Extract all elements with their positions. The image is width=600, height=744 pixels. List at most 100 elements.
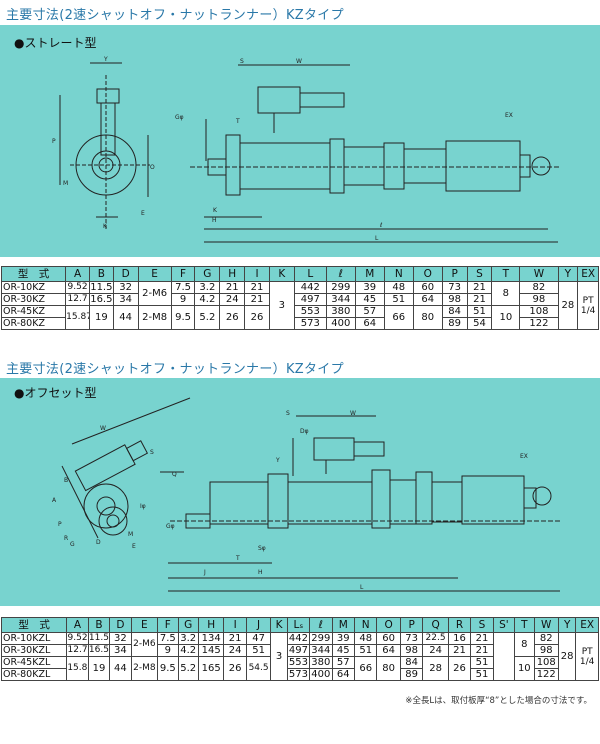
cell-p: 84 <box>441 305 468 318</box>
cell-f: 7.5 <box>170 281 196 294</box>
cell-p: 73 <box>399 632 424 645</box>
cell-s: 51 <box>470 668 494 681</box>
cell-f: 9 <box>170 293 196 306</box>
cell-k: 3 <box>270 632 288 681</box>
th-g: G <box>194 266 221 282</box>
th-w: W <box>519 266 559 282</box>
svg-text:A: A <box>52 497 57 504</box>
th-f: F <box>157 617 179 633</box>
cell-m: 64 <box>354 317 385 330</box>
footnote: ※全長Lは、取付板厚“8”とした場合の寸法です。 <box>405 696 592 706</box>
svg-text:EX: EX <box>520 453 528 460</box>
cell-b: 11.5 <box>87 632 111 645</box>
svg-text:K: K <box>213 207 218 214</box>
cell-e: 2-M8 <box>137 305 172 330</box>
cell-n: 48 <box>383 281 414 294</box>
svg-text:Iφ: Iφ <box>140 503 146 510</box>
cell-e: 2-M8 <box>130 656 159 681</box>
cell-s-prime <box>492 632 516 681</box>
th-s: S <box>470 617 494 633</box>
cell-k: 3 <box>268 281 295 330</box>
svg-text:ℓ: ℓ <box>379 222 382 229</box>
cell-n: 51 <box>353 644 378 657</box>
th-n: N <box>383 266 414 282</box>
cell-h: 134 <box>197 632 225 645</box>
cell-ell: 380 <box>309 656 333 669</box>
end-view-bracket <box>96 88 120 104</box>
cell-ell: 380 <box>325 305 356 318</box>
th-q: Q <box>422 617 449 633</box>
cell-o: 80 <box>412 305 443 330</box>
th-ell: ℓ <box>325 266 356 282</box>
th-s-prime: S' <box>492 617 516 633</box>
svg-text:W: W <box>296 58 302 65</box>
svg-text:M: M <box>128 531 133 538</box>
table-row: OR-45KZL 15.87 19 44 2-M8 9.5 5.2 165 26… <box>0 656 599 681</box>
th-n: N <box>353 617 378 633</box>
cell-w: 82 <box>519 281 559 294</box>
cell-ell: 299 <box>325 281 356 294</box>
cell-model: OR-45KZL <box>0 656 68 669</box>
th-o: O <box>412 266 443 282</box>
diagram-panel-straight: ●ストレート型 <box>0 25 600 257</box>
svg-text:R: R <box>64 535 68 542</box>
svg-text:M: M <box>63 180 68 187</box>
svg-text:B: B <box>64 477 68 484</box>
cell-r: 26 <box>447 656 472 681</box>
cell-y: 28 <box>557 281 579 330</box>
cell-ex: PT 1/4 <box>577 281 599 330</box>
cell-b: 19 <box>88 305 114 330</box>
cell-w: 98 <box>533 644 559 657</box>
svg-text:O: O <box>150 164 155 171</box>
svg-text:T: T <box>235 555 240 562</box>
cell-i: 21 <box>223 632 247 645</box>
cell-o: 64 <box>412 293 443 306</box>
cell-i: 21 <box>244 293 270 306</box>
cell-n: 51 <box>383 293 414 306</box>
subheading-offset: ●オフセット型 <box>14 386 97 400</box>
cell-ls: 442 <box>286 632 311 645</box>
svg-text:Q: Q <box>172 471 177 478</box>
cell-g: 5.2 <box>177 656 199 681</box>
cell-p: 89 <box>441 317 468 330</box>
cell-j: 47 <box>245 632 272 645</box>
th-m: M <box>331 617 355 633</box>
svg-text:J: J <box>203 569 206 576</box>
th-b: B <box>88 266 114 282</box>
cell-d: 44 <box>112 305 139 330</box>
cell-model: OR-10KZL <box>0 632 68 645</box>
table-row: OR-80KZL 573 400 64 89 51 122 <box>0 668 599 681</box>
cell-m: 57 <box>331 656 355 669</box>
table-header-row: 型 式 A B D E F G H I K L ℓ M N O P S T W … <box>0 266 599 282</box>
cell-s: 51 <box>470 656 494 669</box>
svg-text:S: S <box>150 449 154 456</box>
th-g: G <box>177 617 199 633</box>
cell-b: 16.5 <box>88 293 114 306</box>
offset-body <box>209 481 269 525</box>
th-ell: ℓ <box>309 617 333 633</box>
cell-t: 10 <box>491 305 521 330</box>
table-row: OR-80KZ 573 400 64 89 54 122 <box>0 317 599 330</box>
offset-head <box>83 483 129 529</box>
cell-ell: 400 <box>309 668 333 681</box>
table-header-row: 型 式 A B D E F G H I J K Lₛ ℓ M N O P Q R… <box>0 617 599 633</box>
cell-p: 98 <box>441 293 468 306</box>
cell-b: 19 <box>87 656 111 681</box>
cell-a: 15.87 <box>66 656 89 681</box>
cell-r: 16 <box>447 632 472 645</box>
svg-text:H: H <box>212 217 217 224</box>
cell-e: 2-M6 <box>130 632 159 657</box>
svg-text:EX: EX <box>505 112 513 119</box>
svg-text:Dφ: Dφ <box>300 428 309 435</box>
cell-s: 21 <box>470 644 494 657</box>
cell-o: 60 <box>412 281 443 294</box>
cell-model: OR-10KZ <box>0 281 67 294</box>
cell-d: 32 <box>112 281 139 294</box>
th-s: S <box>466 266 493 282</box>
cell-j: 51 <box>245 644 272 657</box>
cell-o: 80 <box>376 656 401 681</box>
svg-text:E: E <box>141 210 145 217</box>
cell-n: 48 <box>353 632 378 645</box>
cell-s: 54 <box>466 317 493 330</box>
